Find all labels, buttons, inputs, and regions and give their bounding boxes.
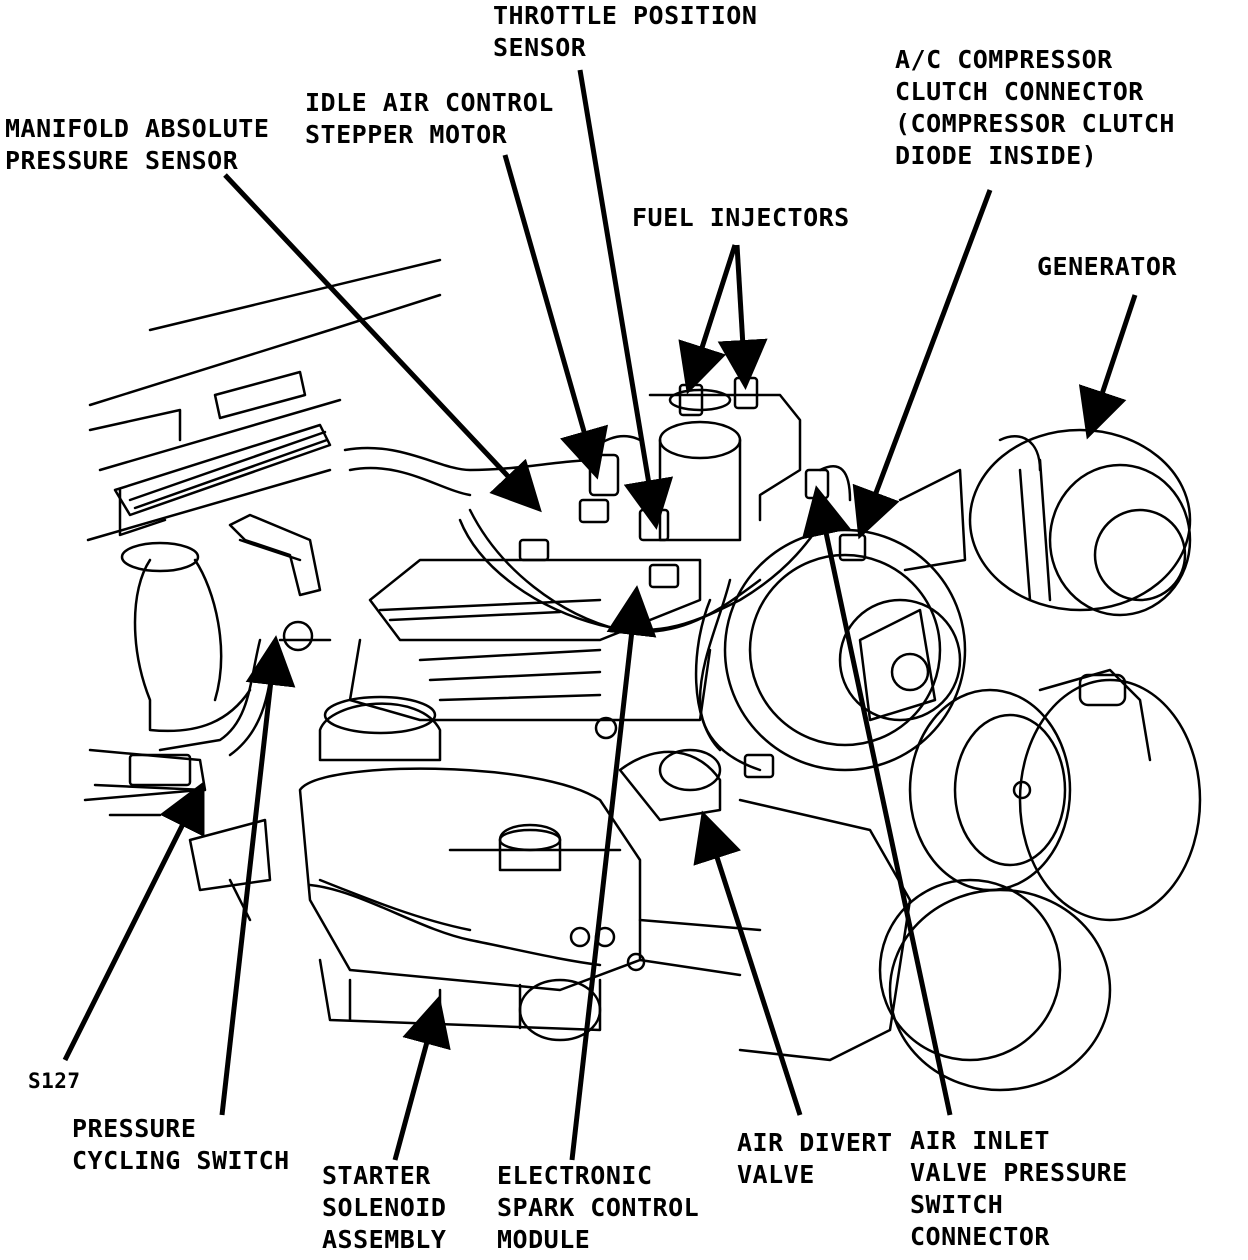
label-line: GENERATOR: [1037, 252, 1177, 281]
arrow-fuel-injector-2: [717, 244, 768, 390]
arrow-s127: [62, 781, 205, 1062]
label-line: PRESSURE: [72, 1114, 197, 1143]
label-line: STARTER: [322, 1161, 431, 1190]
label-line: S127: [28, 1069, 81, 1093]
label-air-divert-valve: AIR DIVERT VALVE: [737, 1127, 893, 1191]
label-line: CYCLING SWITCH: [72, 1146, 290, 1175]
arrow-idle-air-control: [502, 154, 609, 480]
label-line: PRESSURE SENSOR: [5, 146, 239, 175]
label-line: CONNECTOR: [910, 1222, 1050, 1251]
label-line: ASSEMBLY: [322, 1225, 447, 1254]
label-line: ELECTRONIC: [497, 1161, 653, 1190]
label-throttle-position-sensor: THROTTLE POSITION SENSOR: [493, 0, 757, 64]
label-spark-control-module: ELECTRONIC SPARK CONTROL MODULE: [497, 1160, 699, 1256]
label-line: A/C COMPRESSOR: [895, 45, 1113, 74]
label-map-sensor: MANIFOLD ABSOLUTE PRESSURE SENSOR: [5, 113, 269, 177]
arrow-starter-solenoid: [392, 995, 451, 1161]
label-line: VALVE PRESSURE: [910, 1158, 1128, 1187]
label-ac-compressor: A/C COMPRESSOR CLUTCH CONNECTOR (COMPRES…: [895, 44, 1175, 172]
label-generator: GENERATOR: [1037, 251, 1177, 283]
arrow-pressure-cycling-switch: [219, 635, 296, 1116]
label-idle-air-control: IDLE AIR CONTROL STEPPER MOTOR: [305, 87, 554, 151]
arrow-ac-compressor: [852, 189, 993, 540]
leader-arrows: [62, 69, 1138, 1161]
label-line: SOLENOID: [322, 1193, 447, 1222]
arrow-spark-control-module: [569, 585, 657, 1161]
label-starter-solenoid: STARTER SOLENOID ASSEMBLY: [322, 1160, 446, 1256]
label-line: IDLE AIR CONTROL: [305, 88, 554, 117]
label-line: SWITCH: [910, 1190, 1004, 1219]
arrow-fuel-injector-1: [678, 244, 738, 395]
label-line: AIR INLET: [910, 1126, 1050, 1155]
label-line: STEPPER MOTOR: [305, 120, 508, 149]
arrow-air-divert-valve: [693, 810, 803, 1116]
arrow-air-inlet-valve: [801, 485, 953, 1116]
label-line: VALVE: [737, 1160, 815, 1189]
label-line: MODULE: [497, 1225, 591, 1254]
label-line: DIODE INSIDE): [895, 141, 1098, 170]
label-fuel-injectors: FUEL INJECTORS: [632, 202, 850, 234]
label-line: AIR DIVERT: [737, 1128, 893, 1157]
arrow-generator: [1078, 294, 1138, 440]
label-line: THROTTLE POSITION: [493, 1, 758, 30]
engine-illustration: [83, 258, 1202, 1092]
label-line: SPARK CONTROL: [497, 1193, 700, 1222]
label-pressure-cycling-switch: PRESSURE CYCLING SWITCH: [72, 1113, 290, 1177]
label-line: (COMPRESSOR CLUTCH: [895, 109, 1175, 138]
label-line: MANIFOLD ABSOLUTE: [5, 114, 270, 143]
label-air-inlet-valve: AIR INLET VALVE PRESSURE SWITCH CONNECTO…: [910, 1125, 1128, 1253]
label-line: FUEL INJECTORS: [632, 203, 850, 232]
label-line: SENSOR: [493, 33, 587, 62]
label-line: CLUTCH CONNECTOR: [895, 77, 1144, 106]
arrow-map-sensor: [223, 173, 542, 513]
arrow-throttle-position-sensor: [577, 69, 674, 530]
label-s127: S127: [28, 1065, 81, 1097]
